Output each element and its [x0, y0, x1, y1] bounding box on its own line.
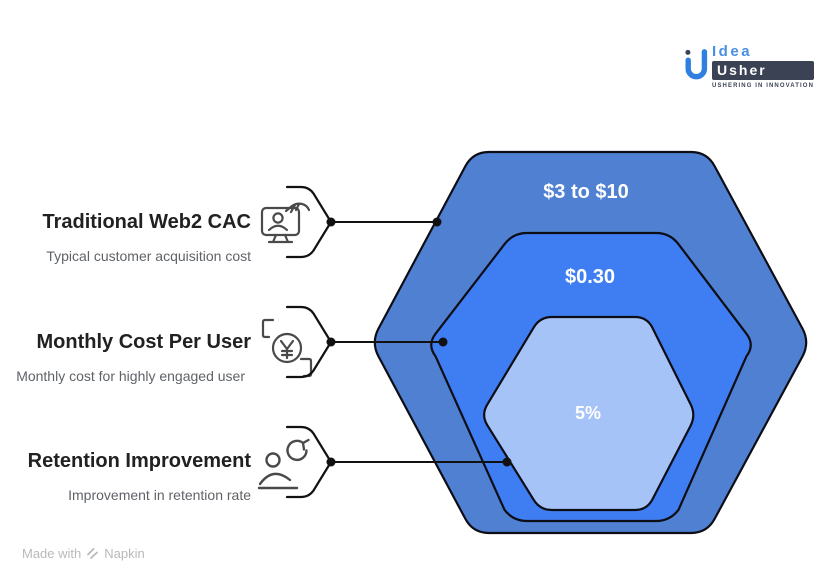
- idea-usher-logo: Idea Usher USHERING IN INNOVATION: [684, 36, 814, 94]
- label-subtitle: Monthly cost for highly engaged user: [16, 368, 245, 384]
- label-subtitle: Improvement in retention rate: [68, 487, 251, 503]
- label-monthly-cost-per-user: Monthly Cost Per User Monthly cost for h…: [10, 330, 251, 386]
- napkin-brand-text: Napkin: [104, 546, 145, 561]
- logo-brand-top: Idea: [712, 43, 753, 60]
- nested-hexagon-diagram: [285, 150, 808, 535]
- hexagon-value-2: $0.30: [564, 266, 616, 288]
- label-subtitle: Typical customer acquisition cost: [46, 248, 251, 264]
- connector-dot: [502, 457, 512, 467]
- hexagon-value-3: 5%: [574, 403, 601, 423]
- hexagon-level-3: [483, 315, 695, 512]
- hexagon-value-1: $3 to $10: [543, 181, 629, 203]
- made-with-napkin: Made with Napkin: [22, 546, 145, 561]
- made-with-text: Made with: [22, 546, 82, 561]
- idea-usher-logo-mark-icon: [685, 49, 708, 80]
- monitor-user-icon: [260, 202, 311, 244]
- connector-dot: [326, 337, 336, 347]
- bracket-1: [285, 185, 333, 259]
- connector-dot: [326, 217, 336, 227]
- connector-dot: [438, 337, 448, 347]
- connector-dot: [432, 217, 442, 227]
- napkin-logo-icon: [87, 548, 99, 559]
- label-traditional-web2-cac: Traditional Web2 CAC Typical customer ac…: [10, 210, 251, 266]
- bracket-2: [285, 305, 333, 379]
- person-refresh-icon: [257, 438, 310, 490]
- logo-tagline: USHERING IN INNOVATION: [712, 83, 814, 89]
- logo-brand-bottom: Usher: [712, 61, 814, 80]
- connector-dot: [326, 457, 336, 467]
- label-title: Traditional Web2 CAC: [42, 211, 251, 233]
- label-title: Retention Improvement: [27, 450, 251, 472]
- bracket-3: [285, 425, 333, 499]
- label-retention-improvement: Retention Improvement Improvement in ret…: [10, 449, 251, 505]
- label-title: Monthly Cost Per User: [36, 331, 251, 353]
- coin-currency-icon: [261, 318, 313, 378]
